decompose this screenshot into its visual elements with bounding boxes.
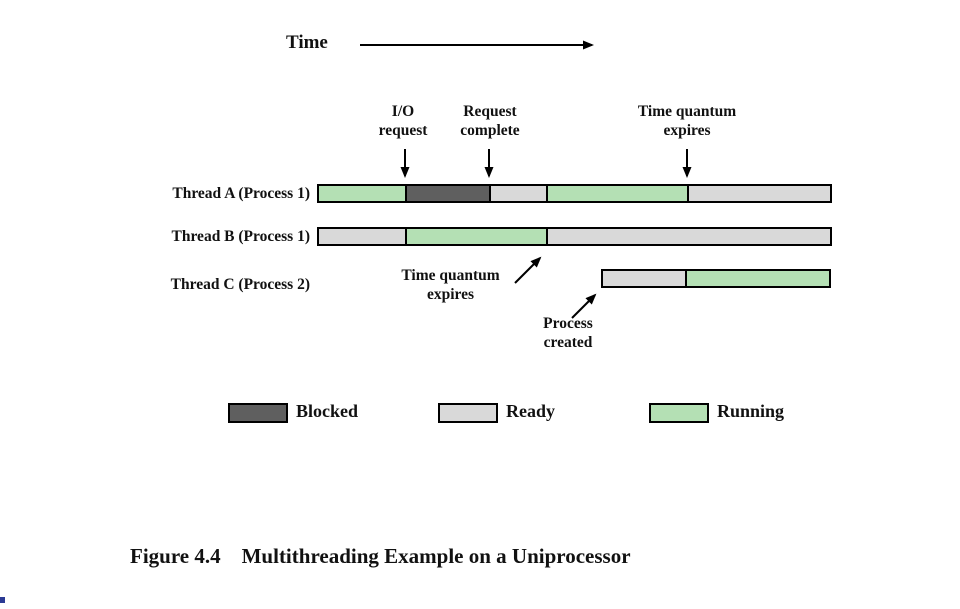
bar-segment-running — [319, 186, 405, 201]
thread-a-label: Thread A (Process 1) — [172, 185, 310, 202]
bar-segment-running — [546, 186, 688, 201]
legend-running-swatch — [649, 403, 709, 423]
bar-segment-blocked — [404, 186, 490, 201]
legend-blocked-label: Blocked — [296, 401, 359, 421]
bar-segment-ready — [603, 271, 686, 286]
page-corner-mark — [0, 597, 5, 603]
bar-segment-running — [685, 271, 829, 286]
thread-c-label: Thread C (Process 2) — [170, 276, 310, 293]
process-created-label: Process created — [543, 315, 593, 351]
time-quantum-expires-label-bottom: Time quantum expires — [401, 267, 500, 303]
request-complete-label: Request complete — [460, 103, 520, 139]
thread-c-timeline-bar — [601, 269, 831, 288]
legend-blocked-swatch — [228, 403, 288, 423]
bar-segment-ready — [319, 229, 406, 244]
thread-b-timeline-bar — [317, 227, 832, 246]
legend-running-label: Running — [717, 401, 785, 421]
thread-b-label: Thread B (Process 1) — [171, 228, 311, 245]
io-request-label: I/O request — [378, 103, 428, 139]
time-axis-label: Time — [286, 32, 328, 53]
bar-segment-ready — [546, 229, 830, 244]
time-quantum-expires-label-top: Time quantum expires — [637, 103, 737, 139]
bar-segment-ready — [489, 186, 547, 201]
bar-segment-ready — [687, 186, 831, 201]
bar-segment-running — [405, 229, 547, 244]
thread-a-timeline-bar — [317, 184, 832, 203]
legend-ready-swatch — [438, 403, 498, 423]
legend-ready-label: Ready — [506, 401, 555, 421]
figure-caption: Figure 4.4 Multithreading Example on a U… — [130, 544, 631, 568]
